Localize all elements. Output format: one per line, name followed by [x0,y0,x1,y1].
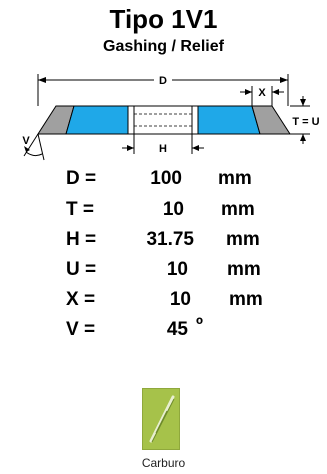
spec-key: H = [66,229,97,250]
spec-row-h: H = 31.75 mm [0,229,327,251]
spec-key: U = [66,259,97,280]
spec-unit: mm [227,259,261,280]
spec-key: D = [66,168,97,189]
spec-value: 45 [166,319,188,340]
spec-unit: mm [218,168,252,189]
product-title: Tipo 1V1 [109,4,218,34]
label-h: H [159,143,167,155]
spec-value: 100 [150,168,182,189]
material-label: Carburo [141,456,186,470]
end-mill-icon [149,395,175,443]
label-tu: T = U [292,116,319,128]
spec-key: T = [66,199,94,220]
spec-unit: º [196,315,203,336]
spec-unit: mm [229,289,263,310]
spec-unit: mm [226,229,260,250]
carbide-tool-icon [142,388,180,450]
spec-key: X = [66,289,96,310]
spec-value: 10 [169,289,191,310]
spec-key: V = [66,319,96,340]
spec-row-x: X = 10 mm [0,289,327,311]
label-d: D [159,75,167,87]
spec-row-u: U = 10 mm [0,259,327,281]
spec-row-v: V = 45 º [0,315,327,341]
label-x: X [258,87,266,99]
spec-value: 10 [162,199,184,220]
spec-unit: mm [221,199,255,220]
spec-value: 31.75 [146,229,194,250]
product-subtitle: Gashing / Relief [103,38,224,55]
label-v: V [22,135,30,147]
spec-value: 10 [166,259,188,280]
spec-row-d: D = 100 mm [0,168,327,190]
wheel-diagram: D X T = U V H [22,72,320,161]
spec-row-t: T = 10 mm [0,199,327,221]
